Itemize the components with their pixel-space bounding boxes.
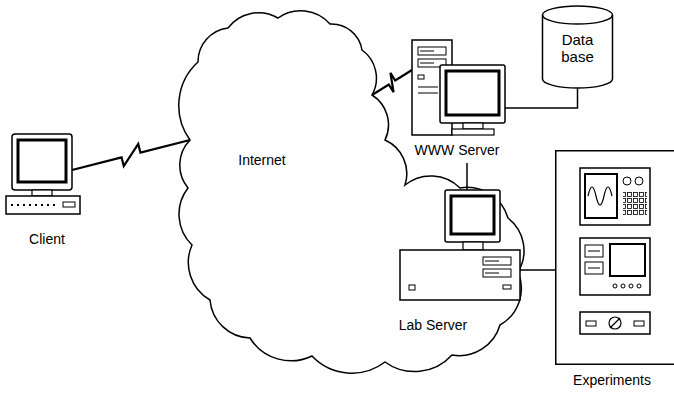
- cloud-shape: [179, 11, 524, 373]
- experiments-box-label: Experiments: [573, 372, 651, 388]
- label-holder: Client: [29, 231, 65, 247]
- lab-server: Lab Server: [395, 185, 525, 335]
- database-cylinder: Data base: [540, 3, 615, 91]
- database-cylinder-outline: [543, 6, 613, 88]
- experiments-frame: [556, 151, 674, 365]
- label-holder: Internet: [238, 152, 285, 168]
- network-link: [372, 70, 412, 95]
- client-computer-label: Client: [29, 231, 65, 247]
- oscilloscope-drawing: [580, 168, 650, 225]
- cable-line: [505, 88, 578, 108]
- experiments-box: Experiments: [555, 150, 674, 365]
- instrument-drawing: [580, 238, 650, 295]
- lab-server-label: Lab Server: [399, 317, 467, 333]
- label-holder: Experiments: [573, 372, 651, 388]
- web-server: WWW Server: [400, 35, 515, 160]
- label-holder: Lab Server: [399, 317, 467, 333]
- client-computer: Client: [0, 130, 95, 252]
- client-computer-drawing: [6, 134, 80, 214]
- experiments-equipment-icon: [555, 150, 674, 365]
- web-server-label: WWW Server: [415, 142, 500, 158]
- database-cylinder-label: Data base: [553, 31, 603, 66]
- meter-drawing: [580, 312, 650, 334]
- lab-server-drawing: [400, 190, 520, 300]
- lab-server-icon: [395, 185, 525, 335]
- web-server-icon: [400, 35, 515, 160]
- web-server-drawing: [412, 40, 505, 135]
- cable-line: [466, 163, 468, 190]
- internet-cloud-label: Internet: [238, 152, 285, 168]
- label-holder: WWW Server: [415, 142, 500, 158]
- cable-line: [520, 269, 555, 271]
- label-holder: Data base: [553, 31, 603, 66]
- network-link: [72, 140, 190, 170]
